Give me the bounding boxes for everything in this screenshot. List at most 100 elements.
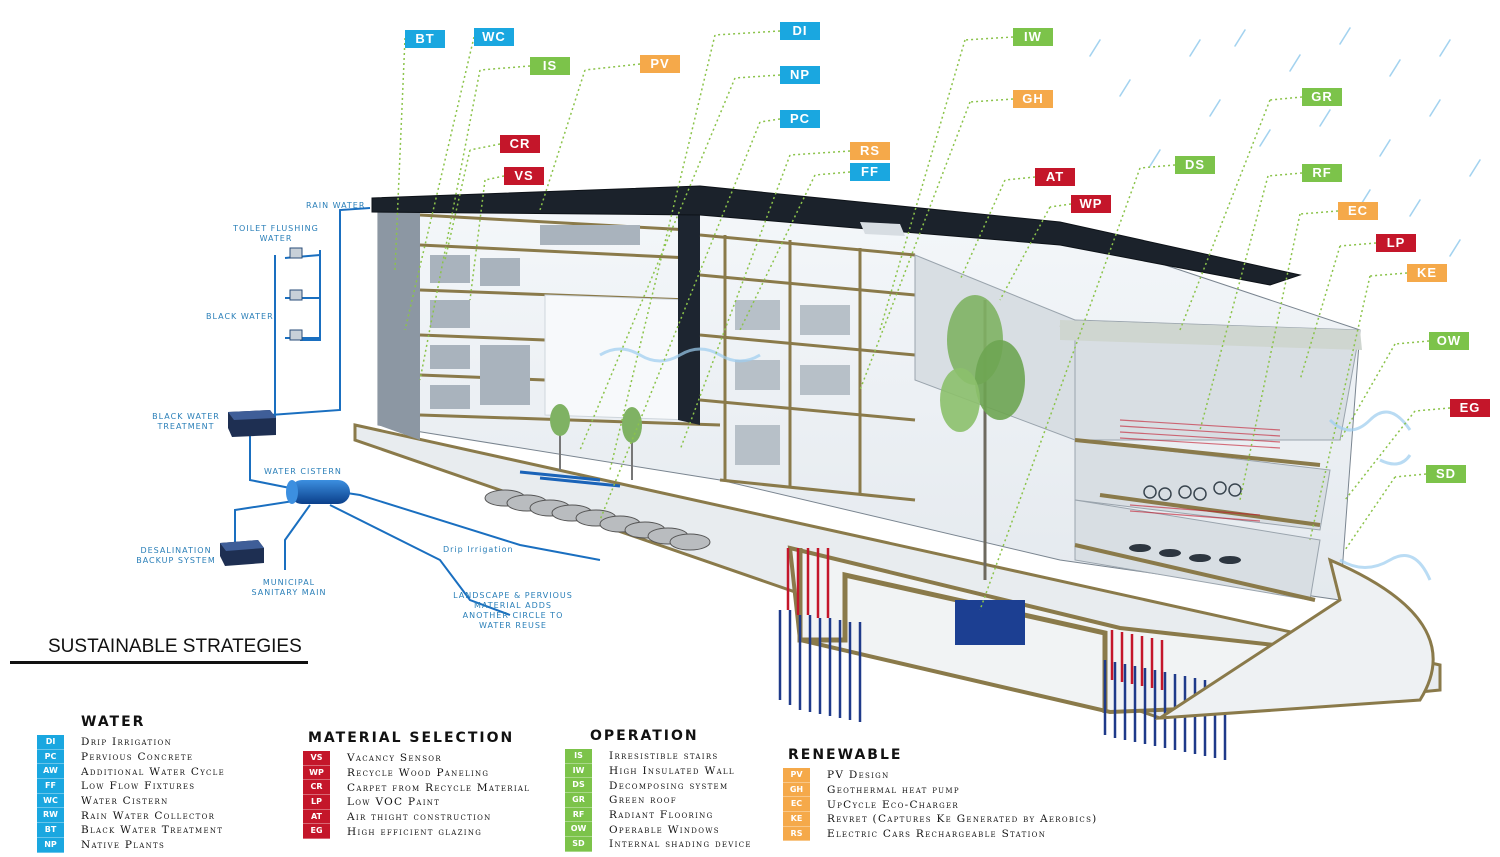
legend-code: CR <box>303 780 330 796</box>
callout-np: NP <box>780 66 820 84</box>
label-desalination: DESALINATION BACKUP SYSTEM <box>136 546 216 565</box>
legend-code: GR <box>565 793 592 808</box>
water-cistern-tank <box>286 480 350 504</box>
callout-leaders <box>394 30 1451 611</box>
desalination-tank <box>220 540 264 566</box>
legend-label: Internal shading device <box>609 838 752 851</box>
legend-code: EG <box>303 824 330 840</box>
legend-label: Irresistible stairs <box>609 750 719 763</box>
legend-code: RW <box>37 808 64 824</box>
legend-code: DI <box>37 735 64 750</box>
label-drip-irrigation: Drip Irrigation <box>443 545 514 554</box>
legend-item: KE Revret (Captures Ke Generated by Aerob… <box>783 812 1098 827</box>
left-block-windows <box>430 225 640 409</box>
airflow-ribbons <box>599 347 1432 581</box>
legend-label: Water Cistern <box>81 795 169 808</box>
callout-di: DI <box>780 22 820 40</box>
callout-ds: DS <box>1175 156 1215 174</box>
legend-material-heading: MATERIAL SELECTION <box>308 730 515 746</box>
legend-operation-heading: OPERATION <box>590 728 699 744</box>
legend-label: Vacancy Sensor <box>347 752 442 765</box>
legend-code: WP <box>303 765 330 781</box>
callout-gr: GR <box>1302 88 1342 106</box>
callout-eg: EG <box>1450 399 1490 417</box>
legend-item: IW High Insulated Wall <box>565 763 752 779</box>
legend-code: KE <box>783 812 810 827</box>
callout-ec: EC <box>1338 202 1378 220</box>
left-glass-column <box>378 205 420 440</box>
legend-renewable-heading: RENEWABLE <box>788 747 903 763</box>
legend-code: AT <box>303 809 330 825</box>
legend-code: IW <box>565 763 592 779</box>
legend-label: Revret (Captures Ke Generated by Aerobic… <box>827 813 1098 826</box>
legend-code: VS <box>303 751 330 766</box>
legend-code: EC <box>783 797 810 813</box>
legend-label: Green roof <box>609 794 677 807</box>
legend-code: OW <box>565 822 592 838</box>
callout-pc: PC <box>780 110 820 128</box>
label-toilet-flushing: TOILET FLUSHING WATER <box>233 224 319 243</box>
pv-roof <box>371 185 1302 286</box>
label-rain-water: RAIN WATER <box>306 201 366 210</box>
legend-label: Low VOC Paint <box>347 796 441 809</box>
water-piping <box>234 207 601 616</box>
legend-label: Black Water Treatment <box>81 824 224 837</box>
legend-label: Decomposing system <box>609 779 729 792</box>
legend-code: LP <box>303 795 330 810</box>
legend-label: PV Design <box>827 769 890 782</box>
legend-label: Geothermal heat pump <box>827 784 960 797</box>
label-black-water-treatment: BLACK WATER TREATMENT <box>152 412 220 431</box>
callout-rf: RF <box>1302 164 1342 182</box>
toilet-fixtures <box>289 247 303 341</box>
tree <box>940 295 1025 580</box>
radiant-floor-pipes <box>1119 419 1281 522</box>
middle-block-floors <box>699 233 916 502</box>
label-landscape: LANDSCAPE & PERVIOUS MATERIAL ADDS ANOTH… <box>453 591 573 630</box>
legend-water-heading: WATER <box>81 714 146 730</box>
legend-label: Recycle Wood Paneling <box>347 767 490 780</box>
trampolines <box>1129 544 1241 564</box>
legend-item: GH Geothermal heat pump <box>783 782 1098 798</box>
callout-lp: LP <box>1376 234 1416 252</box>
label-municipal: MUNICIPAL SANITARY MAIN <box>251 578 327 597</box>
legend-item: WP Recycle Wood Paneling <box>303 765 530 781</box>
callout-vs: VS <box>504 167 544 185</box>
legend-label: Air thight construction <box>347 811 492 824</box>
callout-pv: PV <box>640 55 680 73</box>
callout-gh: GH <box>1013 90 1053 108</box>
skylight <box>860 222 905 236</box>
legend-code: GH <box>783 782 810 798</box>
callout-cr: CR <box>500 135 540 153</box>
legend-item: GR Green roof <box>565 793 752 808</box>
legend-label: Rain Water Collector <box>81 809 216 822</box>
legend-item: AT Air thight construction <box>303 809 530 825</box>
legend-item: LP Low VOC Paint <box>303 795 530 810</box>
legend-label: High Insulated Wall <box>609 765 735 778</box>
callout-wc: WC <box>474 28 514 46</box>
legend-label: Radiant Flooring <box>609 809 714 822</box>
green-roof-edge <box>1060 320 1362 350</box>
outdoor-deck <box>1154 557 1435 720</box>
page-title: SUSTAINABLE STRATEGIES <box>48 636 302 657</box>
callout-iw: IW <box>1013 28 1053 46</box>
bicycles <box>1143 481 1242 501</box>
callout-rs: RS <box>850 142 890 160</box>
callout-ke: KE <box>1407 264 1447 282</box>
